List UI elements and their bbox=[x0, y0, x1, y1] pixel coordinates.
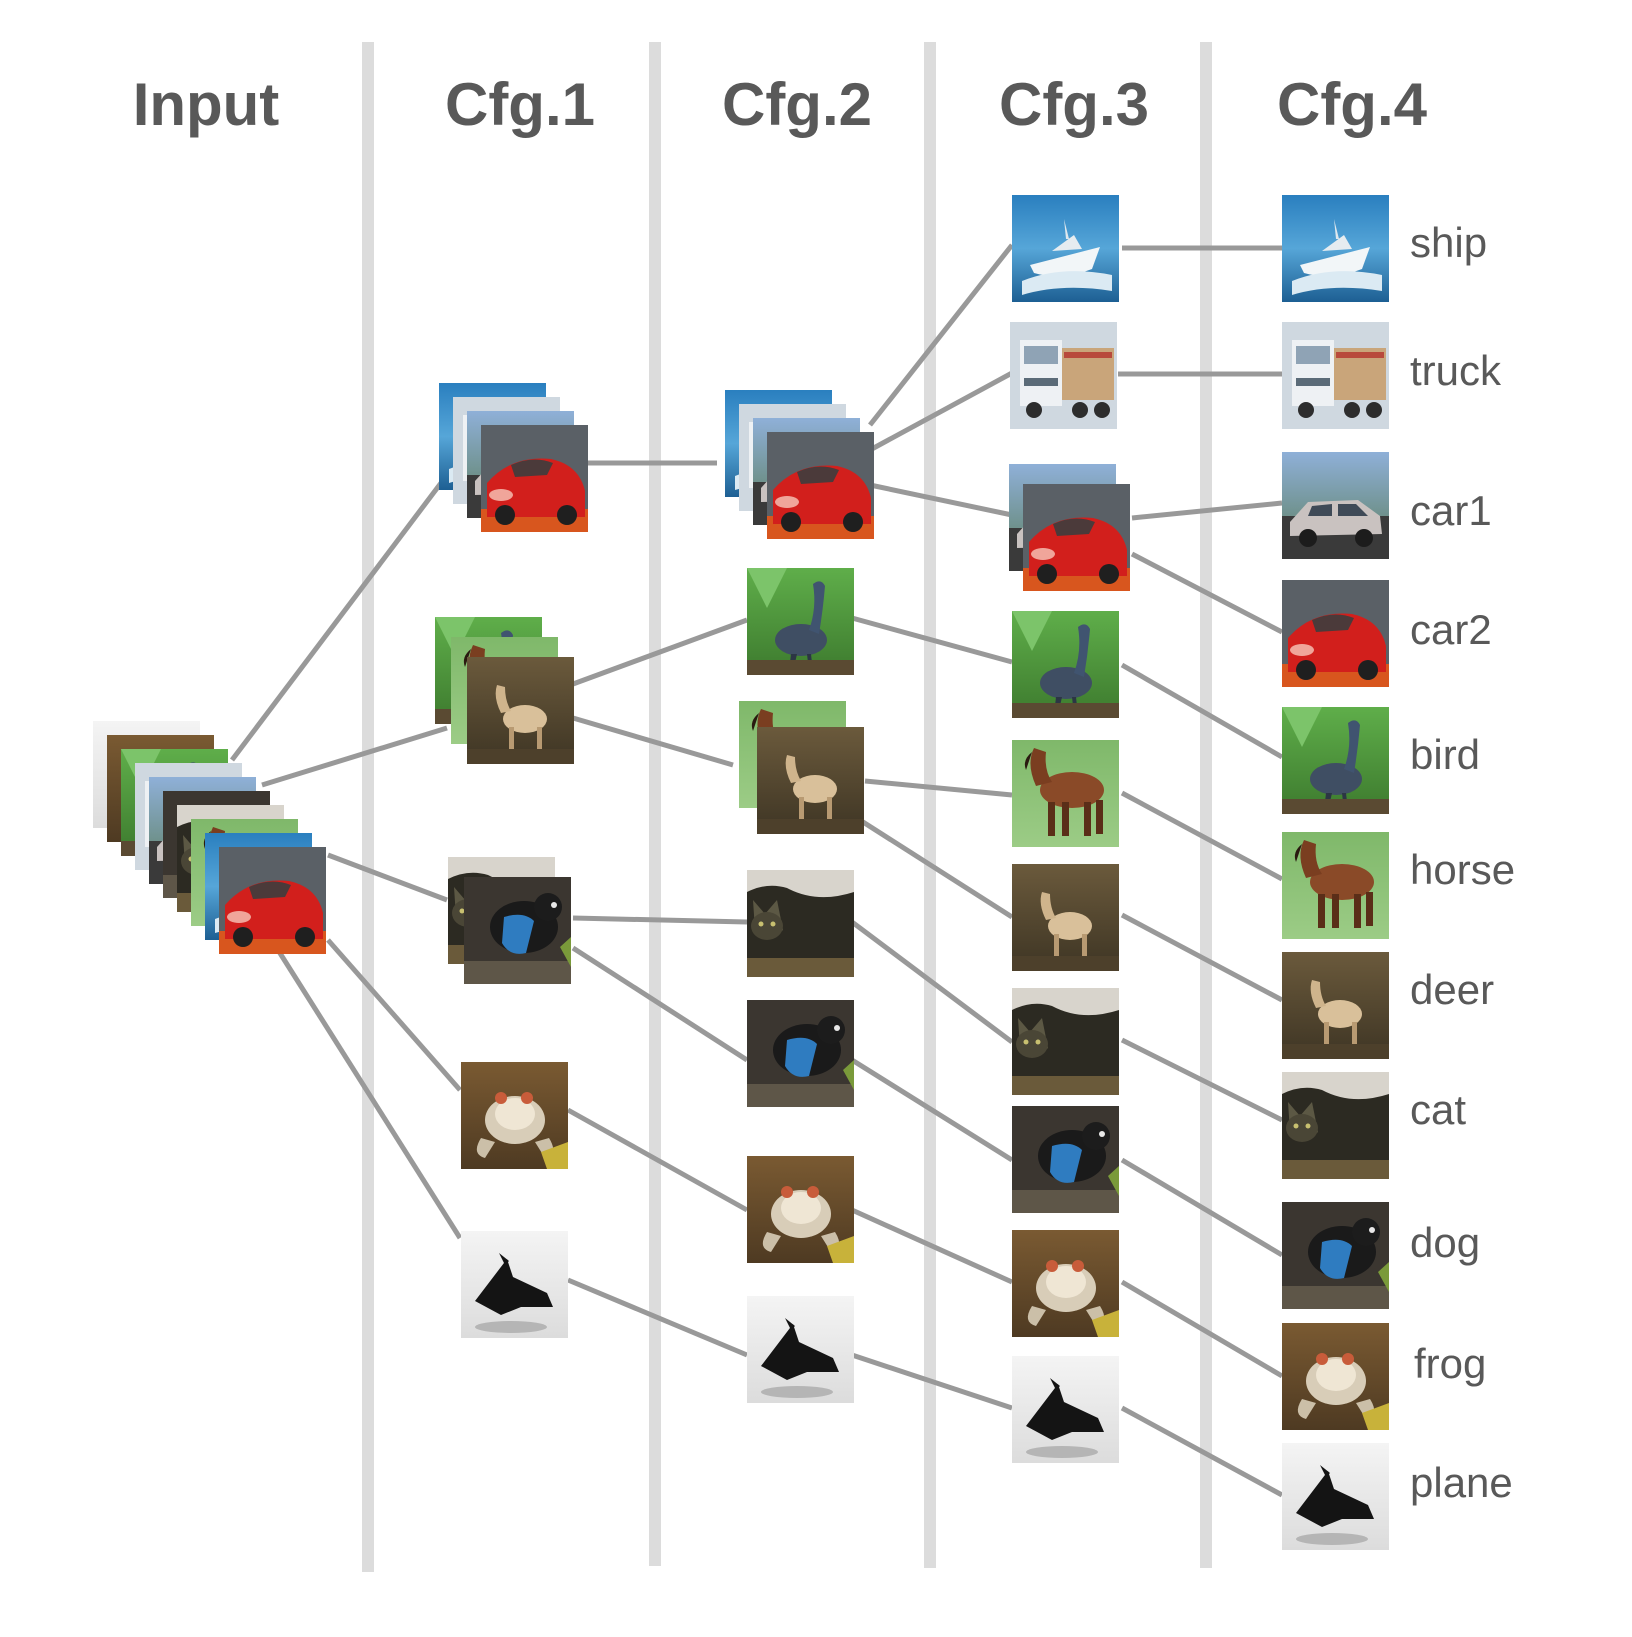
cfg2-node-horse-deer bbox=[739, 701, 864, 834]
cfg3-node-frog bbox=[1012, 1230, 1119, 1337]
connector-line bbox=[572, 715, 734, 768]
connector-line bbox=[275, 948, 463, 1240]
cfg3-node-plane bbox=[1012, 1356, 1119, 1463]
cfg2-node-dog bbox=[747, 1000, 854, 1107]
cfg4-node-cat bbox=[1282, 1072, 1389, 1179]
connector-line bbox=[850, 1207, 1014, 1285]
connector-line bbox=[572, 915, 748, 925]
connector-line bbox=[864, 778, 1013, 798]
connector-line bbox=[1120, 1157, 1284, 1258]
cfg3-node-bird bbox=[1012, 611, 1119, 718]
cfg4-node-frog bbox=[1282, 1323, 1389, 1430]
connector-line bbox=[1120, 912, 1284, 1003]
cfg2-node-frog bbox=[747, 1156, 854, 1263]
connector-line bbox=[327, 852, 448, 903]
connector-line bbox=[230, 473, 449, 762]
cfg4-node-truck bbox=[1282, 322, 1389, 429]
cfg3-node-cat bbox=[1012, 988, 1119, 1095]
connector-line bbox=[261, 725, 448, 788]
connector-line bbox=[1120, 790, 1284, 882]
connector-line bbox=[850, 812, 1014, 920]
cfg3-node-cars bbox=[1009, 464, 1130, 591]
header-cfg3: Cfg.3 bbox=[999, 71, 1149, 138]
connector-line bbox=[851, 1352, 1013, 1411]
header-input: Input bbox=[132, 71, 280, 138]
thumbnail-dog bbox=[464, 877, 571, 984]
class-label-bird: bird bbox=[1410, 731, 1481, 778]
connector-line bbox=[868, 370, 1014, 453]
cfg3-node-horse bbox=[1012, 740, 1119, 847]
connector-line bbox=[850, 1057, 1014, 1163]
connector-line bbox=[572, 617, 748, 687]
connector-line bbox=[1130, 551, 1284, 635]
connector-line bbox=[1120, 1279, 1284, 1379]
class-label-cat: cat bbox=[1410, 1086, 1467, 1133]
cfg4-node-car2 bbox=[1282, 580, 1389, 687]
connector-line bbox=[851, 615, 1013, 665]
cfg4-node-plane bbox=[1282, 1443, 1389, 1550]
cfg4-node-horse bbox=[1282, 832, 1389, 939]
class-label-car2: car2 bbox=[1410, 606, 1492, 653]
cfg4-node-ship bbox=[1282, 195, 1389, 302]
thumbnail-car2 bbox=[1023, 484, 1130, 591]
connector-line bbox=[566, 1107, 749, 1213]
class-label-frog: frog bbox=[1414, 1340, 1487, 1387]
connector-line bbox=[567, 1277, 748, 1358]
connector-line bbox=[571, 945, 749, 1063]
class-label-car1: car1 bbox=[1410, 487, 1492, 534]
connector-line bbox=[1131, 500, 1283, 521]
cfg4-node-car1 bbox=[1282, 452, 1389, 559]
class-label-ship: ship bbox=[1410, 219, 1488, 266]
cfg3-node-dog bbox=[1012, 1106, 1119, 1213]
cfg2-node-bird bbox=[747, 568, 854, 675]
cfg2-node-vehicles bbox=[725, 390, 874, 539]
cfg3-node-truck bbox=[1010, 322, 1117, 429]
input-stack bbox=[93, 721, 326, 954]
cfg1-node-animals bbox=[435, 617, 574, 764]
header-cfg1: Cfg.1 bbox=[445, 71, 595, 138]
thumbnail-deer bbox=[757, 727, 864, 834]
cfg1-node-plane bbox=[461, 1231, 568, 1338]
cfg1-node-frog bbox=[461, 1062, 568, 1169]
cfg4-node-bird bbox=[1282, 707, 1389, 814]
connector-line bbox=[326, 938, 462, 1092]
thumbnail-car2 bbox=[767, 432, 874, 539]
class-label-dog: dog bbox=[1410, 1219, 1481, 1266]
class-label-deer: deer bbox=[1410, 966, 1495, 1013]
connector-line bbox=[1120, 1405, 1284, 1498]
thumbnail-car2 bbox=[481, 425, 588, 532]
cfg2-node-plane bbox=[747, 1296, 854, 1403]
cfg4-node-deer bbox=[1282, 952, 1389, 1059]
connector-line bbox=[850, 920, 1014, 1044]
connector-line bbox=[868, 243, 1014, 427]
class-label-horse: horse bbox=[1410, 846, 1516, 893]
cfg3-node-ship bbox=[1012, 195, 1119, 302]
header-cfg2: Cfg.2 bbox=[722, 71, 872, 138]
class-label-plane: plane bbox=[1410, 1459, 1513, 1506]
cfg1-node-vehicles bbox=[439, 383, 588, 532]
connector-line bbox=[869, 482, 1013, 518]
class-label-truck: truck bbox=[1410, 347, 1502, 394]
connector-line bbox=[1120, 1037, 1284, 1123]
thumbnail-car2 bbox=[219, 847, 326, 954]
connector-line bbox=[1120, 662, 1284, 760]
cfg3-node-deer bbox=[1012, 864, 1119, 971]
cfg4-node-dog bbox=[1282, 1202, 1389, 1309]
header-cfg4: Cfg.4 bbox=[1277, 71, 1427, 138]
thumbnail-deer bbox=[467, 657, 574, 764]
cfg1-node-cat-dog bbox=[448, 857, 571, 984]
cfg2-node-cat bbox=[747, 870, 854, 977]
